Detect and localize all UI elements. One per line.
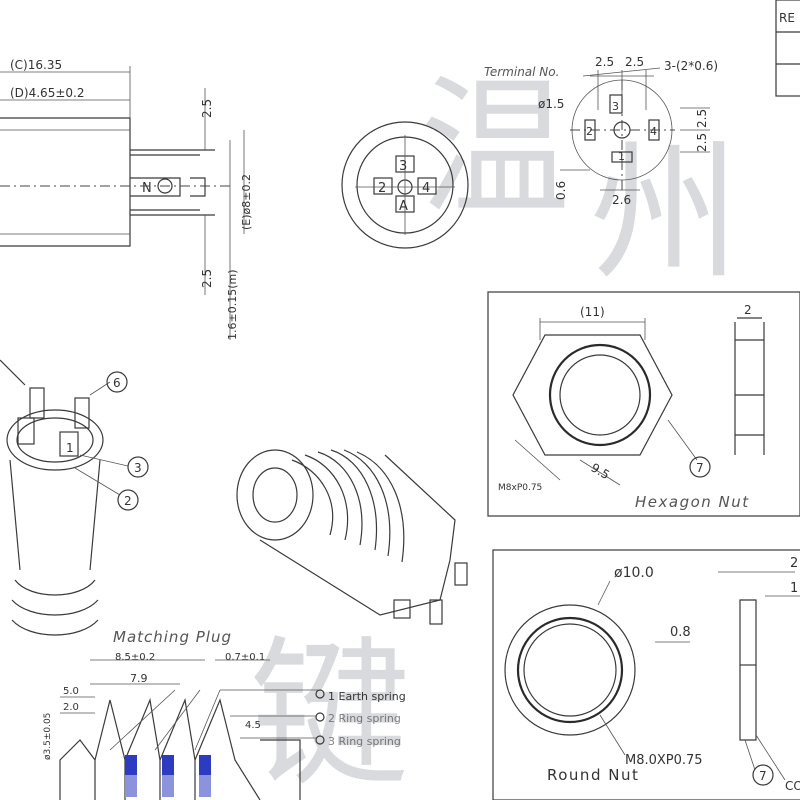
dim-c: (C)16.35: [10, 58, 62, 72]
plug-band-1: [125, 755, 137, 797]
terminal-pin-4: 4: [650, 125, 657, 138]
watermark-char-3: 键: [250, 621, 410, 800]
terminal-pin-2: 2: [586, 125, 593, 138]
side-pin-label: N: [142, 181, 152, 196]
plug-dim-07: 0.7±0.1: [225, 652, 265, 663]
plug-dim-79: 7.9: [130, 672, 148, 685]
terminal-pin-1: 1: [618, 150, 625, 163]
title-block: RE: [775, 0, 800, 97]
dim-top-25: 2.5: [200, 99, 214, 118]
plug-title: Matching Plug: [113, 628, 232, 646]
spring-label-3: 3 Ring spring: [328, 735, 401, 748]
dim-d: (D)4.65±0.2: [10, 86, 84, 100]
jack-view: [236, 449, 468, 625]
terminal-dim-r2: 2.5: [695, 133, 709, 152]
round-side-dim-2: 2: [790, 556, 798, 571]
spring-label-2: 2 Ring spring: [328, 712, 401, 725]
hex-thickness: 2: [744, 303, 752, 317]
terminal-dim-holes: 3-(2*0.6): [664, 59, 718, 73]
terminal-dim-a: 2.5: [595, 55, 614, 69]
iso-callout-3: 3: [134, 461, 142, 475]
dim-e: (E)ø8±0.2: [240, 174, 253, 230]
round-nut-box: ø10.0 0.8 M8.0XP0.75 Round Nut 2 1 CO 7: [492, 549, 800, 800]
dim-bot-25: 2.5: [200, 269, 214, 288]
title-block-cell: RE: [779, 11, 795, 25]
front-pin-4: 4: [422, 181, 430, 196]
terminal-label: Terminal No.: [484, 65, 559, 79]
plug-dim-50: 5.0: [63, 686, 79, 697]
iso-pin-label: 1: [66, 441, 74, 455]
front-pin-3: 3: [399, 159, 407, 174]
plug-band-2: [162, 755, 174, 797]
terminal-dim-26: 2.6: [612, 193, 631, 207]
front-pin-a: A: [399, 199, 408, 214]
plug-band-3: [199, 755, 211, 797]
iso-callout-6: 6: [113, 376, 121, 390]
watermark-char-1: 温: [420, 62, 570, 236]
round-side-dim-1: 1: [790, 581, 798, 596]
terminal-view: Terminal No. 2.5 2.5 3-(2*0.6) ø1.5 3 2 …: [484, 55, 718, 207]
spring-label-1: 1 Earth spring: [328, 690, 406, 703]
plug-dim-dia: ø3.5±0.05: [43, 713, 53, 760]
terminal-dim-06: 0.6: [554, 181, 568, 200]
hex-thread: M8xP0.75: [498, 483, 542, 493]
front-view: 3 2 4 A: [341, 121, 469, 249]
hex-across: 9.5: [589, 460, 613, 482]
round-dia: ø10.0: [614, 565, 654, 581]
round-thread: M8.0XP0.75: [625, 753, 703, 768]
side-view: N (C)16.35 (D)4.65±0.2 2.5 2.5 1.6±0.15(…: [0, 58, 253, 340]
iso-view: 1 6 3 2: [0, 359, 149, 636]
round-thick: 0.8: [670, 625, 691, 640]
round-callout: 7: [759, 769, 767, 783]
round-title: Round Nut: [547, 766, 639, 784]
plug-view: Matching Plug 8.5±0.2 0.7±0.1 7.9 5.0 2.…: [43, 628, 406, 800]
terminal-dim-phi: ø1.5: [538, 97, 564, 111]
plug-dim-20: 2.0: [63, 702, 79, 713]
hex-callout: 7: [696, 461, 704, 475]
hex-nut-box: (11) 2 M8xP0.75 9.5 7 Hexagon Nut: [487, 291, 800, 517]
plug-dim-85: 8.5±0.2: [115, 652, 155, 663]
watermark: 温 州 键: [250, 62, 740, 800]
hex-width: (11): [580, 305, 605, 319]
plug-dim-45: 4.5: [245, 720, 261, 731]
terminal-dim-r1: 2.5: [695, 109, 709, 128]
round-side-label: CO: [785, 779, 800, 793]
hex-title: Hexagon Nut: [635, 493, 750, 511]
front-pin-2: 2: [378, 181, 386, 196]
dim-16: 1.6±0.15(m): [226, 269, 239, 340]
iso-callout-2: 2: [124, 494, 132, 508]
terminal-dim-b: 2.5: [625, 55, 644, 69]
terminal-pin-3: 3: [612, 100, 619, 113]
